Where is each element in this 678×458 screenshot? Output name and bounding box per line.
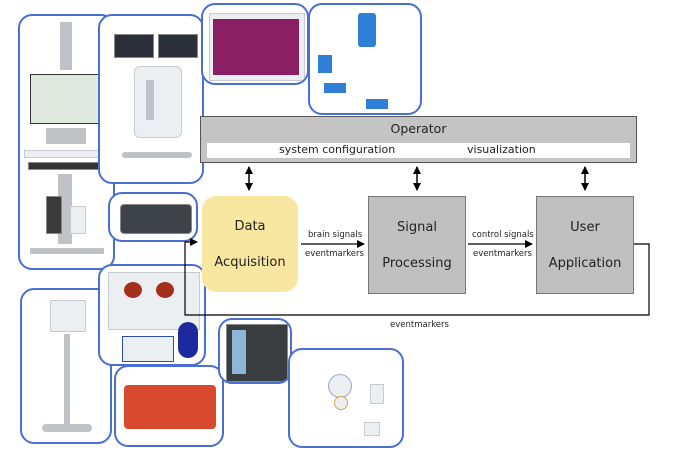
edge-label-eventmarkers-1: eventmarkers bbox=[305, 249, 364, 259]
edge-label-control-signals: control signals bbox=[472, 230, 534, 240]
block-data-acquisition-line2: Acquisition bbox=[214, 254, 286, 270]
device-wireless-electrode-hub bbox=[308, 3, 422, 115]
block-signal-processing-line2: Processing bbox=[382, 255, 452, 271]
block-user-application-line2: Application bbox=[548, 255, 622, 271]
device-cabinet-amplifier bbox=[218, 318, 292, 384]
block-signal-processing-line1: Signal bbox=[397, 219, 437, 235]
operator-item-system-configuration: system configuration bbox=[279, 143, 396, 156]
operator-item-visualization: visualization bbox=[467, 143, 536, 156]
edge-label-brain-signals: brain signals bbox=[308, 230, 363, 240]
operator-functions: system configuration visualization bbox=[207, 143, 630, 158]
device-ear-electrode-set bbox=[288, 348, 404, 448]
operator-title: Operator bbox=[390, 121, 447, 136]
device-dual-monitor-amplifier-cart bbox=[98, 14, 204, 184]
arrow-feedback-eventmarkers bbox=[184, 238, 650, 316]
block-data-acquisition: Data Acquisition bbox=[202, 196, 298, 292]
block-data-acquisition-line1: Data bbox=[234, 218, 266, 234]
device-portable-amplifier-box bbox=[108, 192, 198, 242]
device-patient-monitor-stand bbox=[20, 288, 112, 444]
edge-label-feedback-eventmarkers: eventmarkers bbox=[390, 320, 449, 330]
device-labjack-daq bbox=[114, 365, 224, 447]
edge-label-eventmarkers-2: eventmarkers bbox=[473, 249, 532, 259]
block-signal-processing: Signal Processing bbox=[368, 196, 466, 294]
block-user-application: User Application bbox=[536, 196, 634, 294]
block-user-application-line1: User bbox=[570, 219, 600, 235]
operator-box: Operator system configuration visualizat… bbox=[200, 116, 637, 163]
